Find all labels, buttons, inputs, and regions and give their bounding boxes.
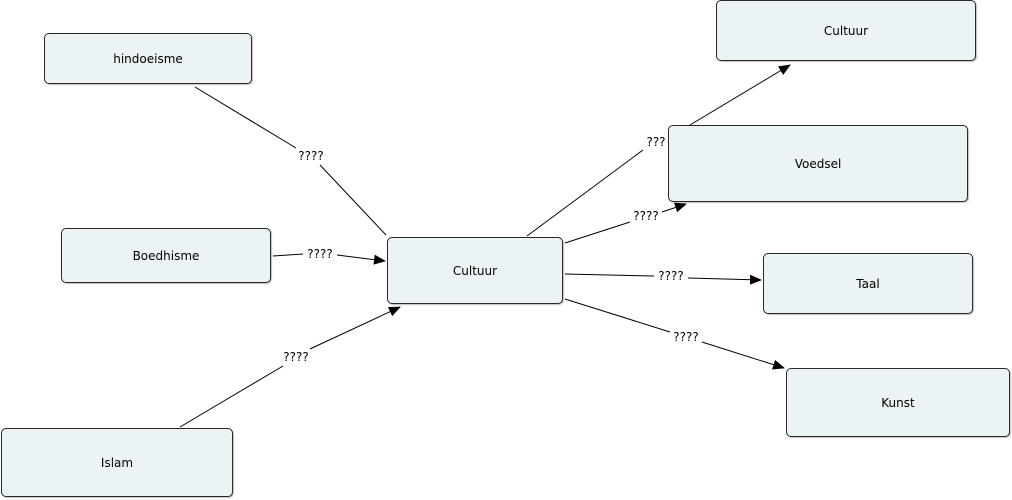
link-label-cultuur-cultuur-top[interactable]: ??? (644, 135, 668, 149)
concept-node-label: Cultuur (823, 23, 869, 38)
edge-hindoeisme-to-cultuur-a (194, 86, 297, 149)
edge-cultuur-to-voedsel-a (564, 221, 631, 244)
edge-islam-to-cultuur-b (309, 306, 401, 350)
concept-node-label: Cultuur (452, 263, 498, 278)
concept-node-label: Boedhisme (132, 248, 200, 263)
link-label-islam-cultuur[interactable]: ???? (281, 350, 311, 364)
concept-node-taal[interactable]: Taal (763, 253, 973, 314)
edge-hindoeisme-to-cultuur-b (319, 164, 387, 236)
concept-node-islam[interactable]: Islam (1, 428, 233, 497)
concept-node-label: Voedsel (794, 156, 842, 171)
link-label-cultuur-voedsel[interactable]: ???? (631, 209, 661, 223)
concept-node-label: Kunst (881, 395, 915, 410)
edge-cultuur-to-voedsel-b (661, 202, 687, 213)
concept-node-boedhisme[interactable]: Boedhisme (61, 228, 271, 283)
edge-cultuur-to-kunst-b (701, 341, 785, 370)
link-label-boedhisme-cultuur[interactable]: ???? (305, 247, 335, 261)
edge-boedhisme-to-cultuur-a (272, 253, 304, 257)
link-label-hindoeisme-cultuur[interactable]: ???? (296, 149, 326, 163)
edge-cultuur-to-cultuur-top-a (526, 149, 644, 237)
concept-node-cultuur-center[interactable]: Cultuur (387, 237, 563, 304)
concept-node-hindoeisme[interactable]: hindoeisme (44, 33, 252, 84)
concept-node-voedsel[interactable]: Voedsel (668, 125, 968, 202)
edge-boedhisme-to-cultuur-b (336, 254, 386, 265)
edge-cultuur-to-taal-a (564, 273, 655, 277)
link-label-cultuur-taal[interactable]: ???? (656, 269, 686, 283)
edge-islam-to-cultuur-a (179, 365, 284, 428)
edge-cultuur-to-kunst-a (564, 298, 671, 333)
concept-node-label: Taal (856, 276, 880, 291)
edge-cultuur-to-cultuur-top-b (689, 64, 791, 126)
edge-cultuur-to-taal-b (687, 274, 762, 285)
link-label-cultuur-kunst[interactable]: ???? (671, 330, 701, 344)
concept-node-label: Islam (100, 455, 134, 470)
concept-node-kunst[interactable]: Kunst (786, 368, 1010, 437)
concept-node-cultuur-top[interactable]: Cultuur (716, 0, 976, 61)
concept-node-label: hindoeisme (113, 51, 183, 66)
